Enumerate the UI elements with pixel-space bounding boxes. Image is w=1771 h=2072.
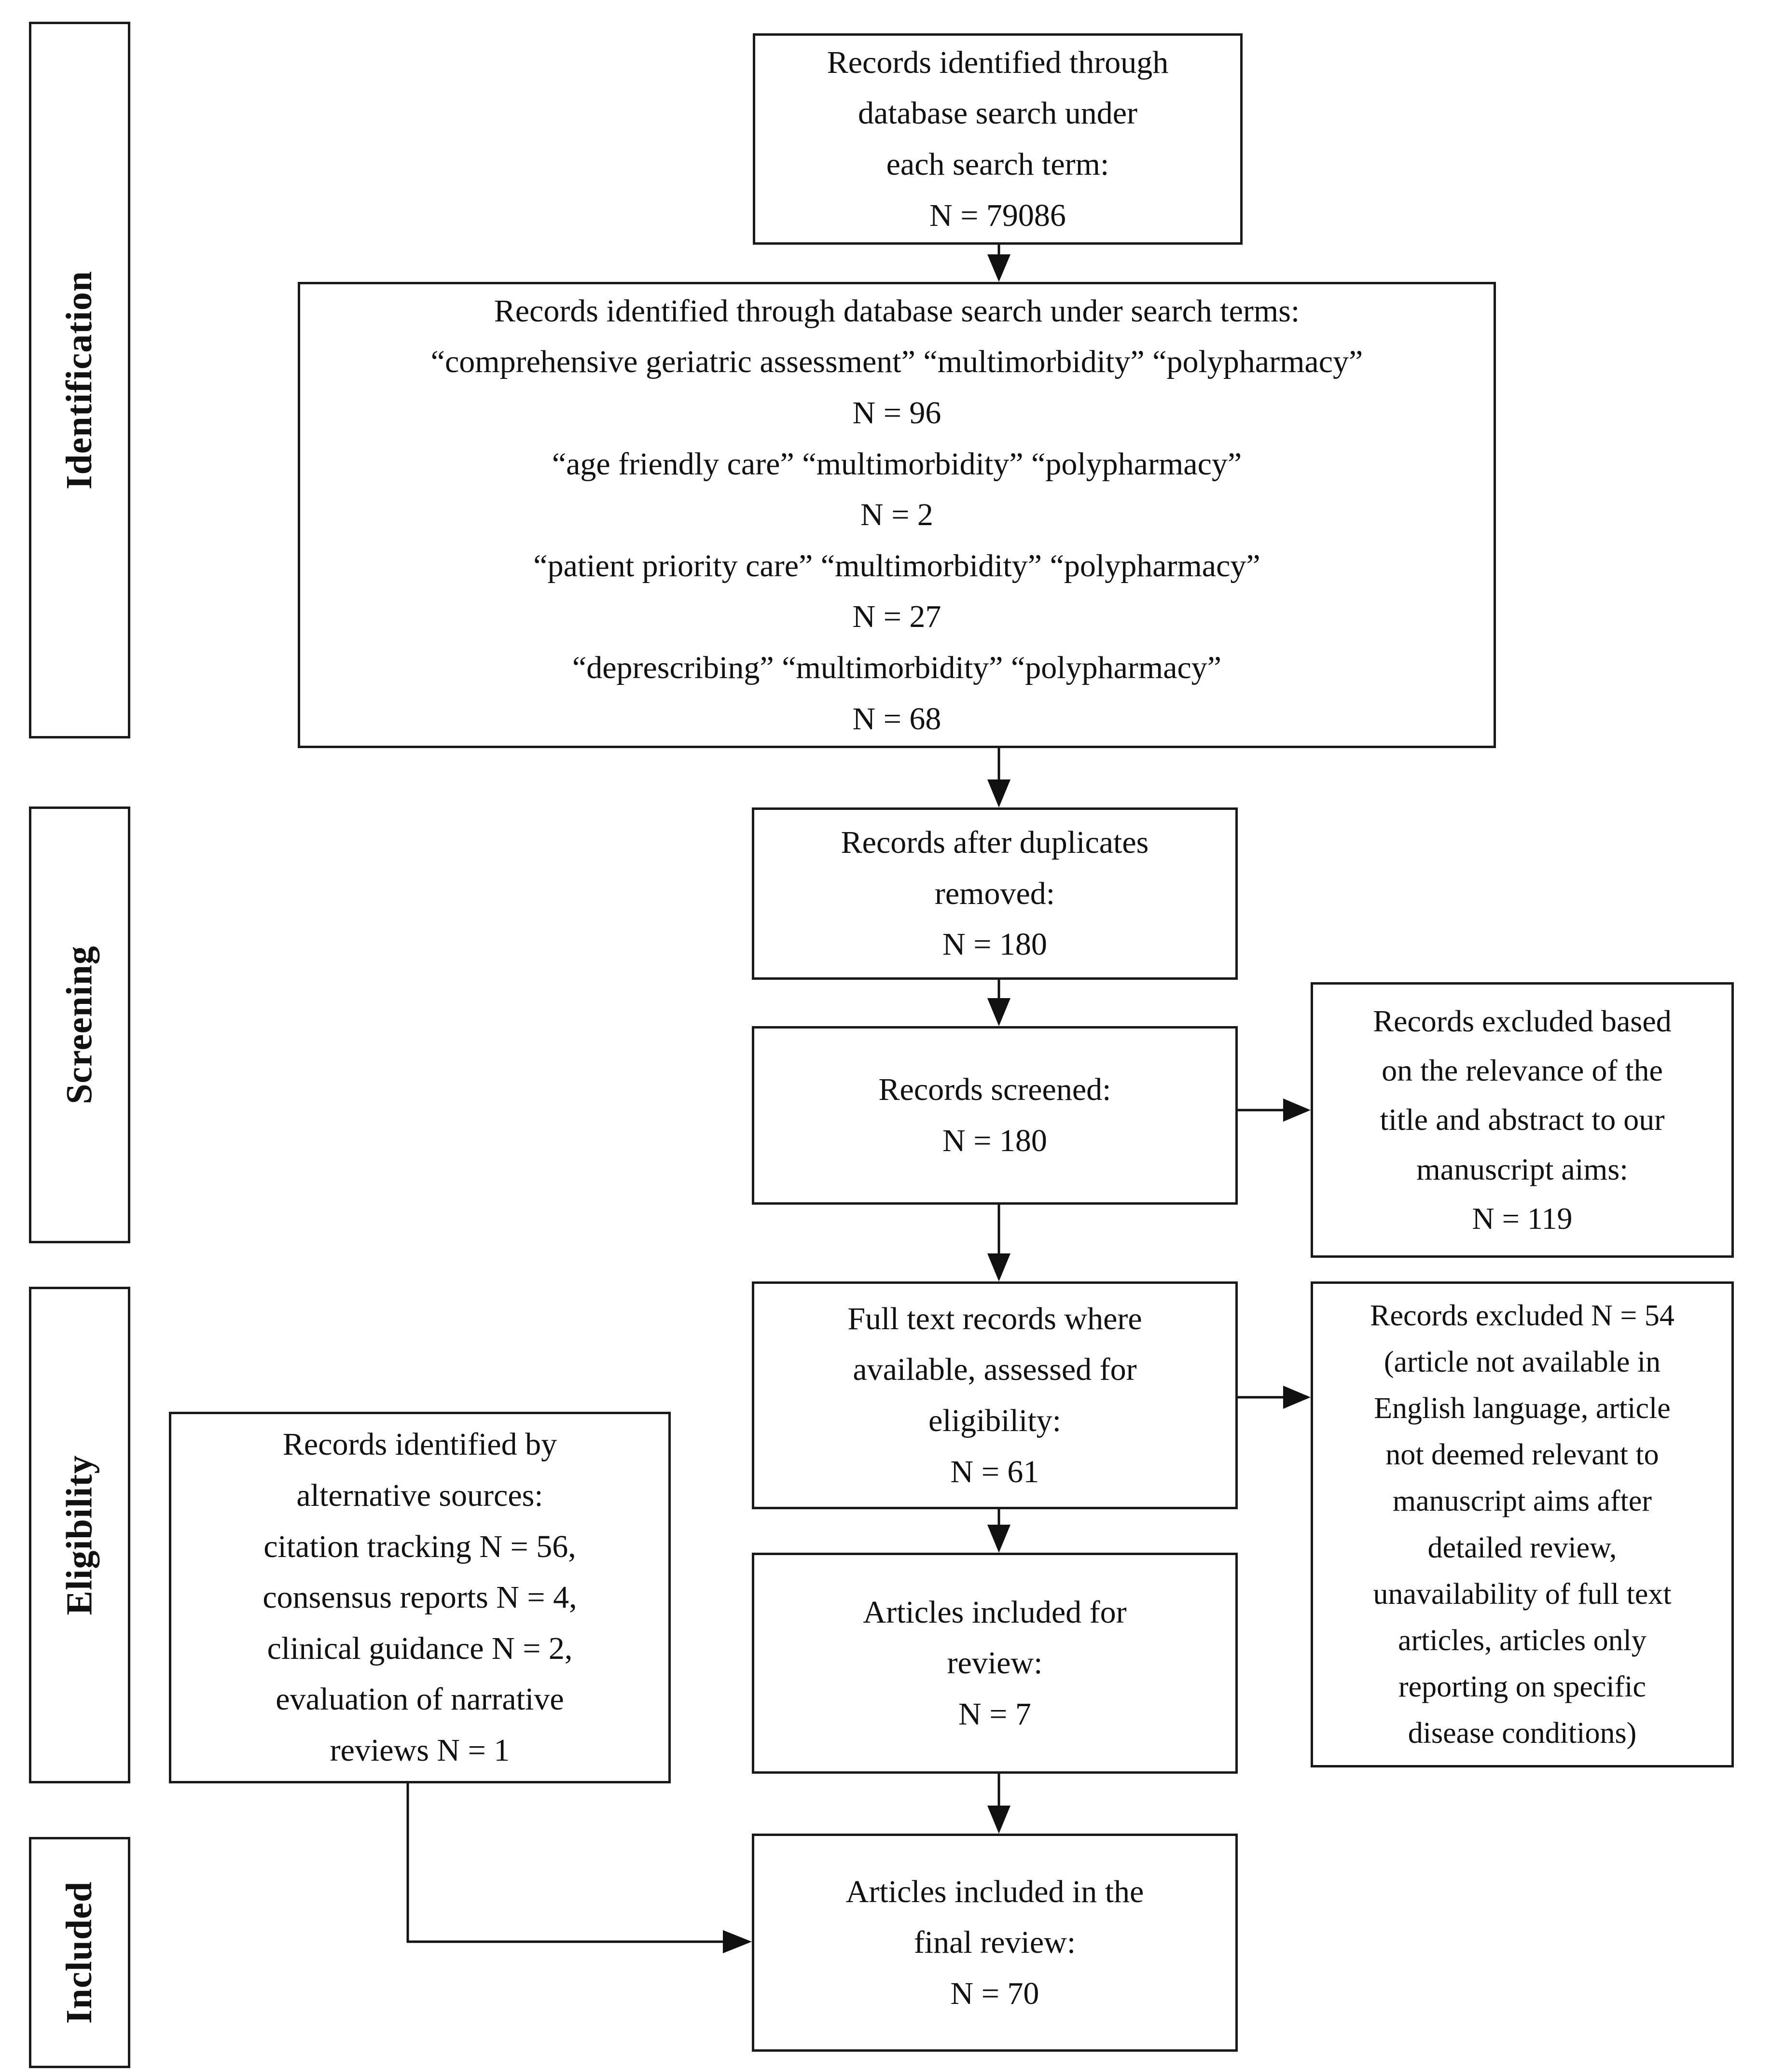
box-full-text-assessed-eligibility: Full text records where available, asses… xyxy=(752,1281,1238,1509)
arrow-right-icon xyxy=(1238,1099,1311,1122)
box-records-alternative-sources: Records identified by alternative source… xyxy=(169,1412,671,1783)
stage-included: Included xyxy=(29,1837,130,2068)
arrow-down-icon xyxy=(987,245,1010,282)
box-records-screened: Records screened: N = 180 xyxy=(752,1026,1238,1205)
box-records-excluded-full-text: Records excluded N = 54 (article not ava… xyxy=(1311,1281,1734,1767)
arrow-down-icon xyxy=(987,1509,1010,1553)
box-records-after-duplicates-removed: Records after duplicates removed: N = 18… xyxy=(752,807,1238,980)
box-records-identified-search-terms: Records identified through database sear… xyxy=(298,282,1496,748)
box-records-excluded-title-abstract: Records excluded based on the relevance … xyxy=(1311,982,1734,1258)
arrow-down-icon xyxy=(987,748,1010,807)
arrow-right-icon xyxy=(1238,1386,1311,1409)
box-records-identified-database-search: Records identified through database sear… xyxy=(753,33,1243,245)
stage-identification: Identification xyxy=(29,22,130,738)
box-articles-included-for-review: Articles included for review: N = 7 xyxy=(752,1553,1238,1774)
arrow-down-icon xyxy=(987,1774,1010,1834)
box-articles-included-final-review: Articles included in the final review: N… xyxy=(752,1834,1238,2052)
stage-eligibility: Eligibility xyxy=(29,1287,130,1783)
elbow-arrow-right-icon xyxy=(406,1783,752,1953)
stage-eligibility-label: Eligibility xyxy=(59,1455,100,1615)
arrow-down-icon xyxy=(987,980,1010,1026)
stage-included-label: Included xyxy=(59,1881,100,2024)
stage-screening: Screening xyxy=(29,807,130,1243)
stage-screening-label: Screening xyxy=(59,946,100,1104)
stage-identification-label: Identification xyxy=(59,270,100,490)
arrow-down-icon xyxy=(987,1205,1010,1281)
